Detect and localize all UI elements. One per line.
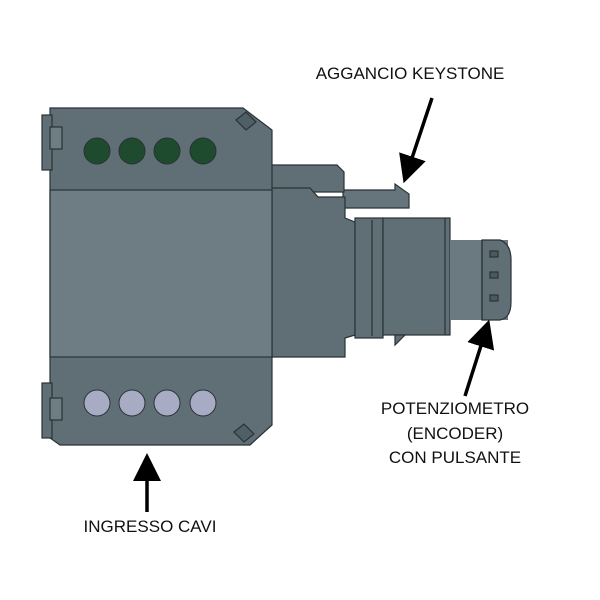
cable-input-3: [153, 389, 181, 417]
led-2: [118, 137, 146, 165]
status-leds: [83, 137, 217, 165]
keystone-arrow: [399, 97, 434, 184]
label-encoder-2: (ENCODER): [406, 424, 504, 443]
led-3: [153, 137, 181, 165]
led-4: [189, 137, 217, 165]
main-body-middle: [49, 189, 273, 358]
front-housing: [382, 217, 451, 336]
cable-input-1: [83, 389, 111, 417]
label-cables: INGRESSO CAVI: [83, 517, 217, 536]
front-step: [267, 187, 356, 358]
label-encoder-3: CON PULSANTE: [388, 448, 522, 467]
keystone-clip: [342, 182, 410, 209]
label-encoder-1: POTENZIOMETRO: [380, 399, 530, 418]
cable-inputs: [83, 389, 217, 417]
encoder-arrow: [463, 319, 495, 397]
cable-input-4: [189, 389, 217, 417]
front-collar: [354, 217, 384, 339]
label-keystone: AGGANCIO KEYSTONE: [315, 64, 505, 83]
cable-input-2: [118, 389, 146, 417]
led-1: [83, 137, 111, 165]
